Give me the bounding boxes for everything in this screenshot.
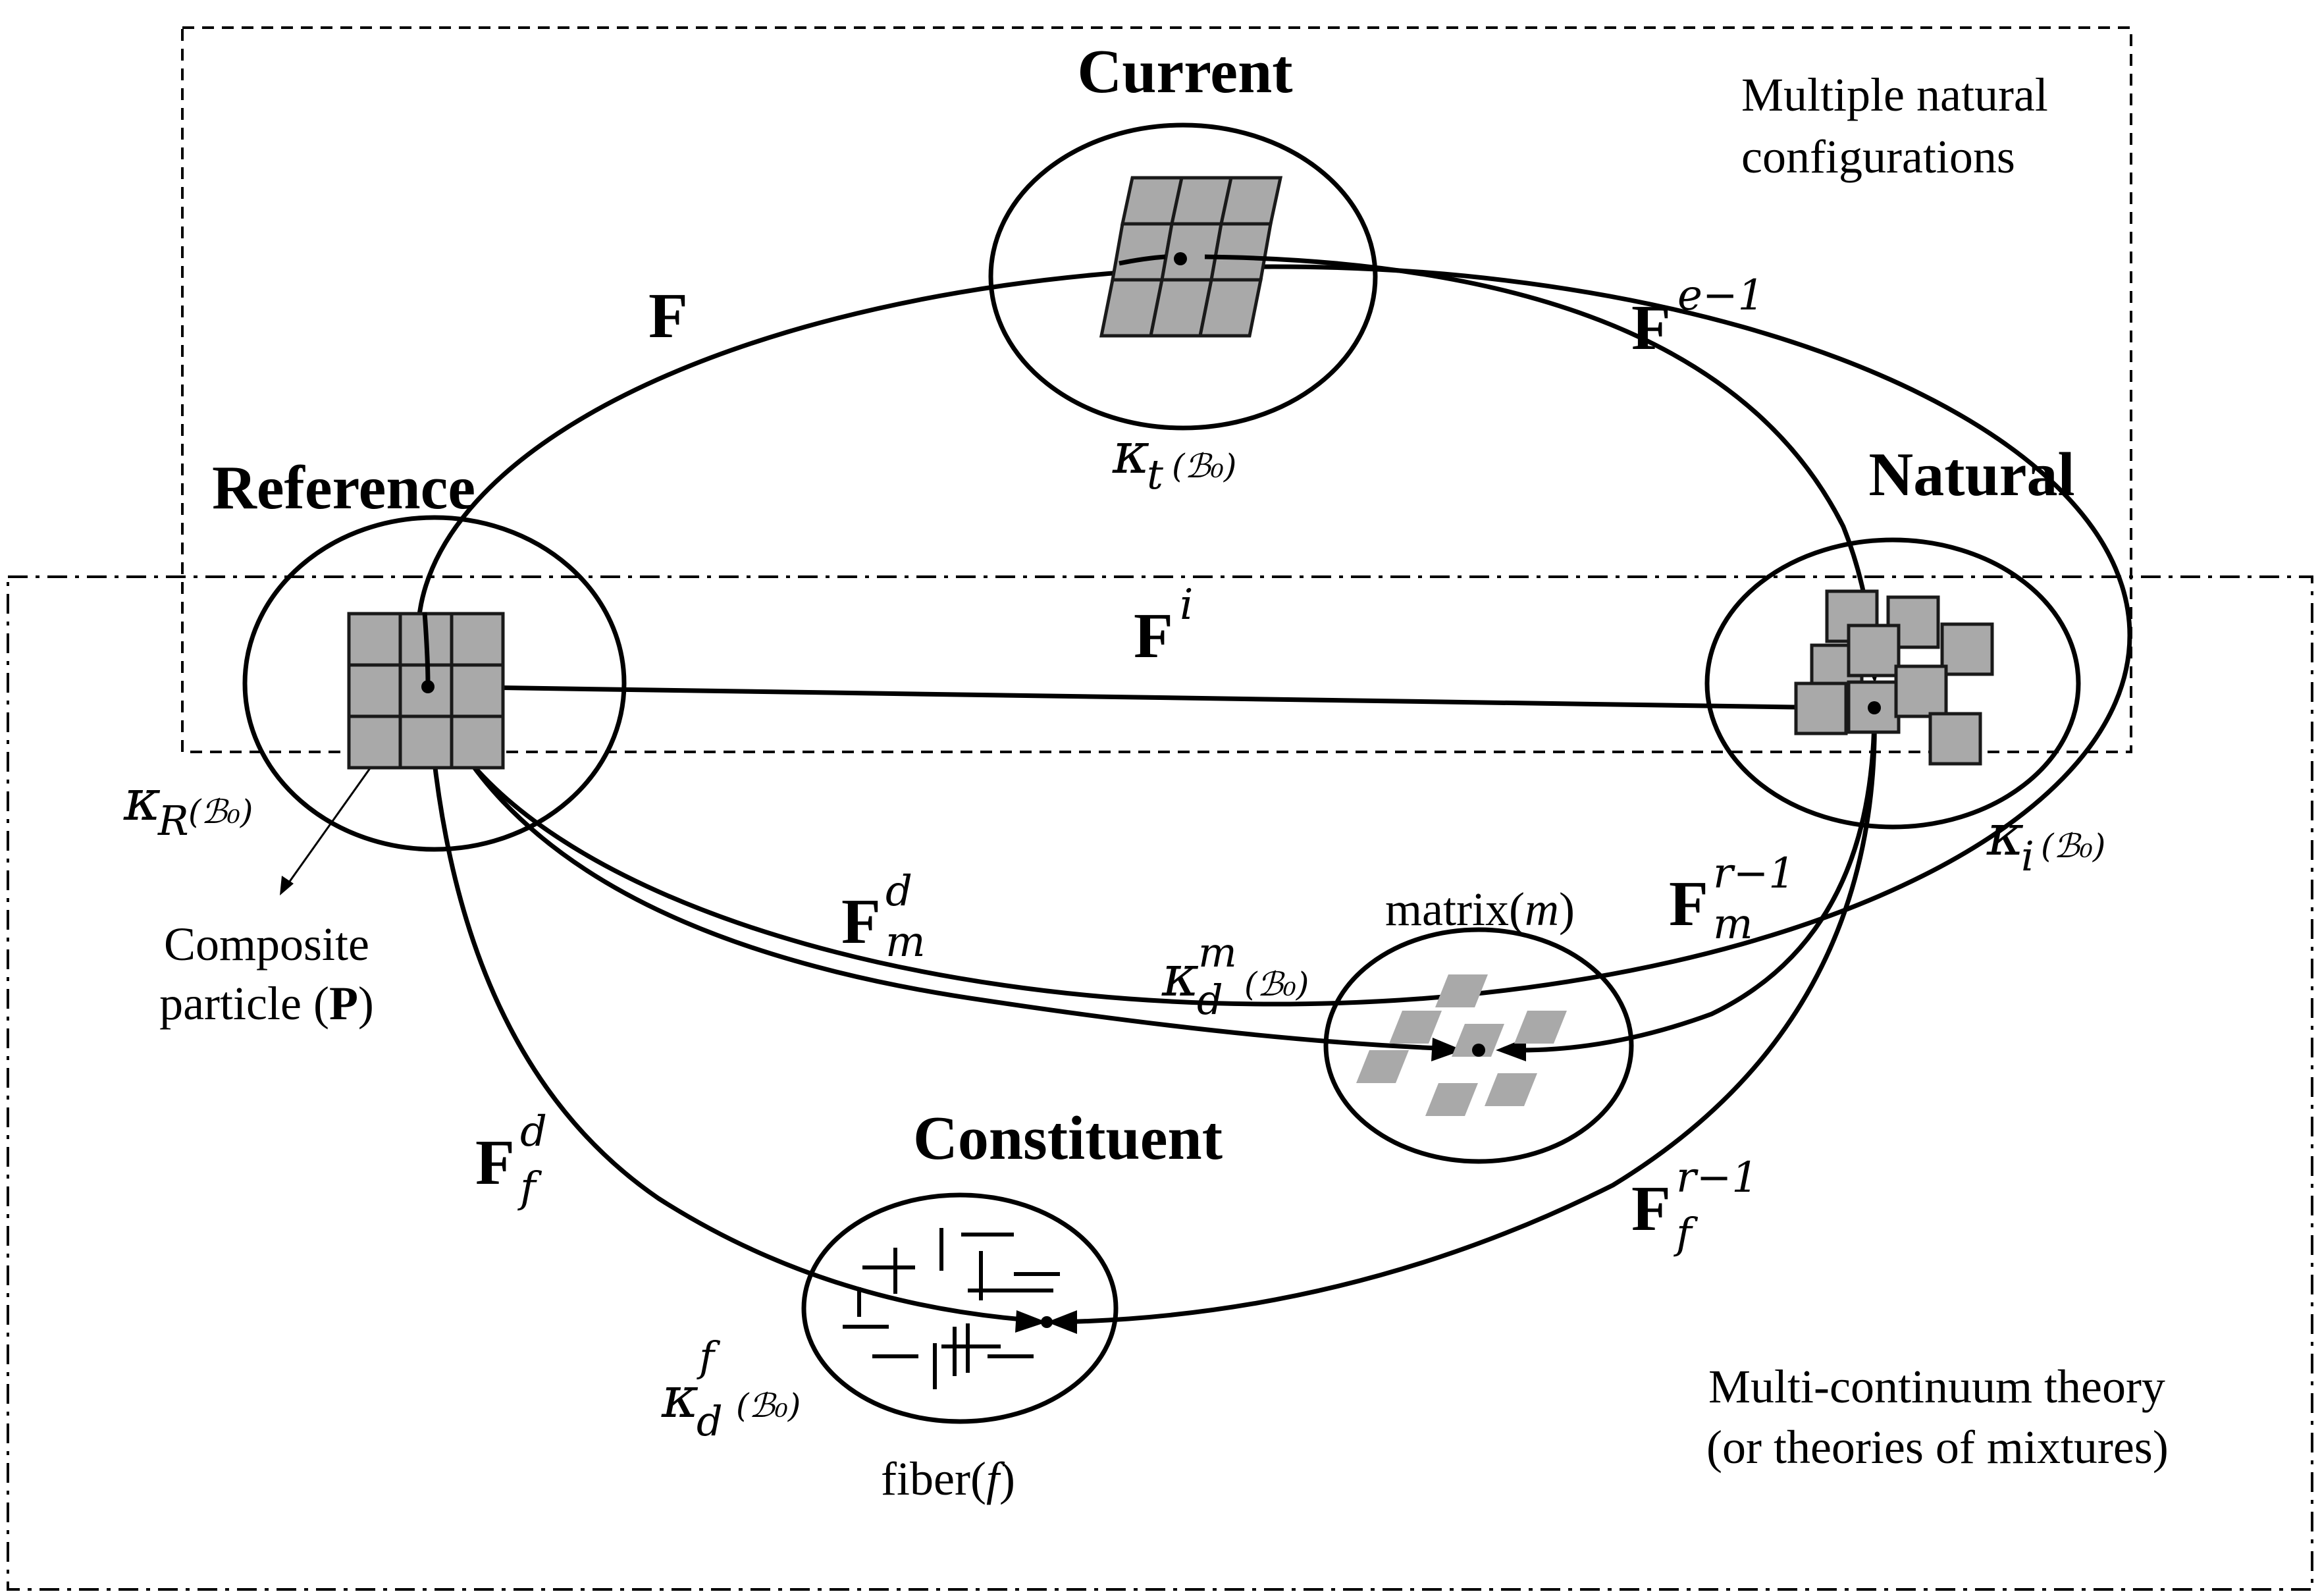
composite-note-line2: particle (P) [159, 977, 374, 1030]
svg-text:F: F [1631, 1173, 1671, 1244]
svg-text:(ℬ₀): (ℬ₀) [1172, 447, 1236, 485]
svg-text:i: i [1180, 581, 1193, 629]
fiber-note: fiber(f) [881, 1452, 1015, 1505]
kappa-t: κ t (ℬ₀) [1112, 421, 1236, 498]
svg-text:f: f [697, 1333, 721, 1381]
reference-config-ellipse [242, 515, 627, 852]
label-Ffd: F d f [475, 1107, 547, 1212]
kappa-R: κ R (ℬ₀) [123, 768, 253, 845]
Fmd-arrowhead [1431, 1038, 1463, 1061]
matrix-note: matrix(m) [1385, 883, 1575, 936]
svg-text:(ℬ₀): (ℬ₀) [736, 1387, 801, 1425]
current-deformed-grid [1099, 176, 1283, 338]
fiber-segments [843, 1228, 1060, 1389]
svg-text:d: d [697, 1397, 723, 1445]
svg-text:(ℬ₀): (ℬ₀) [1244, 965, 1309, 1003]
current-title: Current [1077, 38, 1292, 106]
svg-text:f: f [1674, 1210, 1699, 1258]
svg-text:F: F [841, 886, 881, 957]
reference-title: Reference [212, 454, 475, 522]
svg-text:r−1: r−1 [1713, 849, 1795, 898]
Fmd-path [425, 683, 1439, 1051]
label-Fi: F i [1134, 581, 1193, 672]
label-Fmd: F d m [841, 867, 926, 967]
fiber-particle-dot [1041, 1316, 1053, 1328]
svg-text:e−1: e−1 [1677, 271, 1764, 320]
svg-text:F: F [1669, 868, 1708, 940]
Ffr-arrowhead [1047, 1310, 1077, 1334]
svg-text:(ℬ₀): (ℬ₀) [188, 793, 253, 831]
constituent-title: Constituent [913, 1104, 1223, 1173]
svg-text:i: i [2021, 832, 2034, 880]
matrix-particle-dot [1472, 1044, 1485, 1057]
svg-text:d: d [1197, 976, 1223, 1024]
kappa-df: κ f d (ℬ₀) [661, 1333, 801, 1445]
svg-text:f: f [517, 1163, 542, 1212]
matrix-config-ellipse [1323, 927, 1634, 1164]
reference-orbit-overlay [422, 612, 431, 685]
Fi-path [434, 684, 1837, 710]
natural-scattered-cells [1794, 589, 1994, 766]
svg-text:m: m [1713, 900, 1753, 949]
svg-text:t: t [1147, 450, 1163, 498]
label-Fmr-inv: F r−1 m [1669, 849, 1795, 949]
current-config-ellipse [988, 122, 1378, 431]
F-path-overlay [1119, 254, 1166, 266]
svg-text:F: F [1134, 600, 1173, 672]
Ffr-path [1055, 704, 1877, 1325]
composite-note-line1: Composite [164, 918, 369, 971]
svg-text:F: F [648, 280, 688, 352]
kappa-i: κ i (ℬ₀) [1986, 803, 2105, 880]
svg-text:r−1: r−1 [1676, 1154, 1758, 1202]
svg-text:κ: κ [1161, 944, 1199, 1009]
svg-text:κ: κ [661, 1365, 699, 1431]
multi-continuum-box [7, 575, 2313, 1591]
reference-particle-dot [421, 680, 435, 693]
svg-text:m: m [1198, 928, 1237, 976]
Fmr-path [1520, 704, 1877, 1053]
svg-text:(ℬ₀): (ℬ₀) [2041, 827, 2105, 865]
svg-text:m: m [885, 918, 926, 967]
natural-particle-dot [1868, 701, 1881, 714]
multiple-natural-note-line2: configurations [1741, 130, 2015, 183]
Fe-path-overlay [1204, 254, 1877, 672]
matrix-cells [1356, 974, 1567, 1116]
svg-text:κ: κ [1986, 803, 2024, 868]
label-Fe-inv: F e−1 [1631, 271, 1764, 363]
current-particle-dot [1174, 252, 1187, 265]
Ffd-arrowhead [1015, 1310, 1047, 1333]
svg-text:κ: κ [1112, 421, 1149, 487]
kappa-dm: κ m d (ℬ₀) [1161, 928, 1309, 1024]
natural-configurations-box [181, 26, 2132, 753]
multiple-natural-note-line1: Multiple natural [1741, 68, 2048, 121]
fiber-config-ellipse [801, 1192, 1119, 1424]
svg-text:F: F [475, 1127, 515, 1198]
svg-text:d: d [885, 867, 912, 916]
label-Ffr-inv: F r−1 f [1631, 1154, 1758, 1258]
multi-continuum-note-line1: Multi-continuum theory [1708, 1360, 2165, 1413]
Ffd-path [425, 684, 1031, 1323]
svg-text:κ: κ [123, 768, 161, 834]
label-F: F [648, 280, 688, 352]
natural-title: Natural [1868, 440, 2074, 509]
svg-text:F: F [1631, 292, 1671, 363]
multi-continuum-note-line2: (or theories of mixtures) [1706, 1421, 2169, 1474]
natural-config-ellipse [1704, 537, 2081, 830]
composite-particle-arrowhead [280, 876, 294, 895]
svg-text:d: d [520, 1107, 547, 1156]
svg-text:R: R [157, 797, 189, 845]
